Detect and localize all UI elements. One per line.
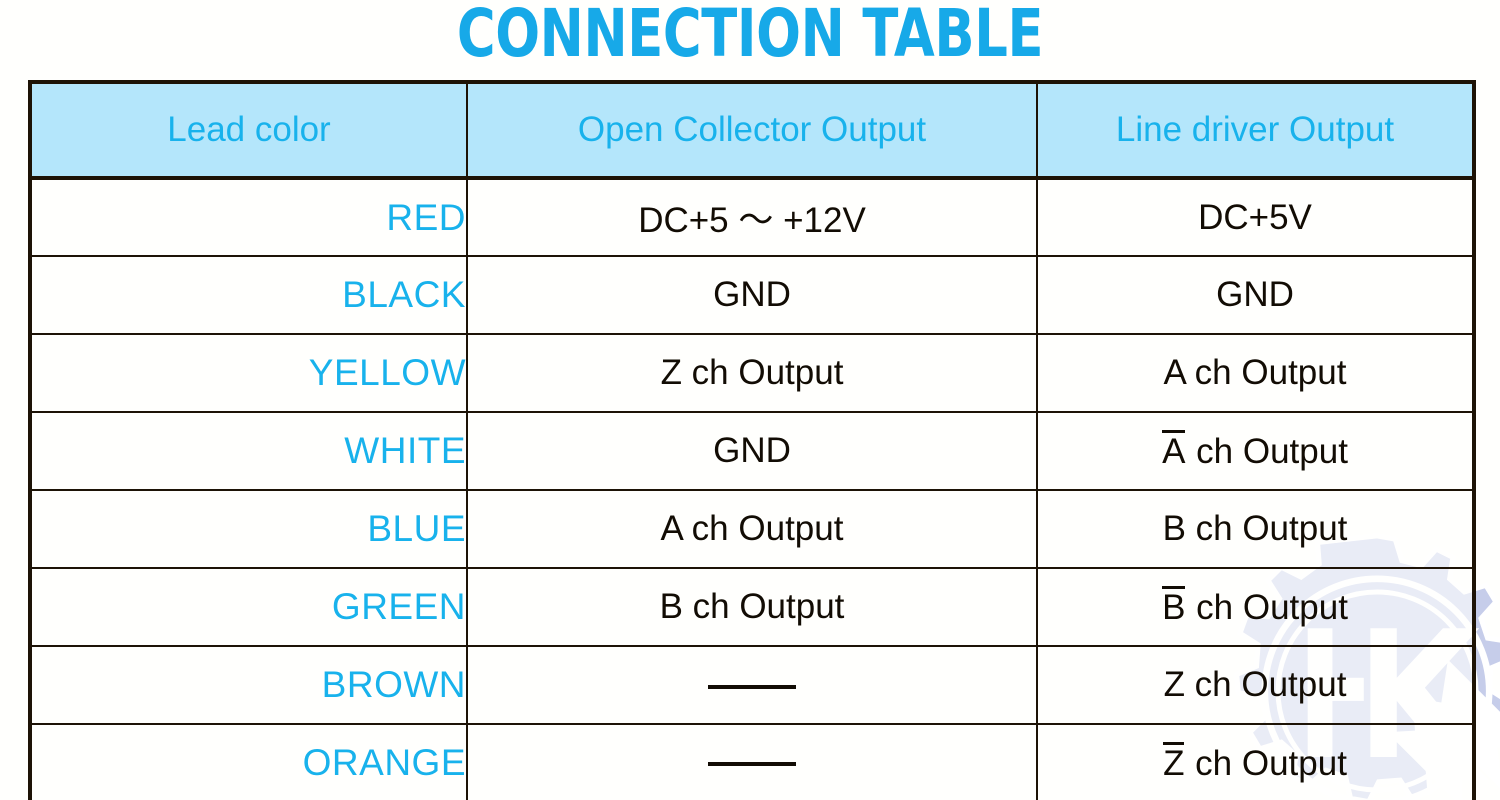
cell-line-driver-output: A ch Output (1036, 333, 1476, 413)
cell-lead-color: GREEN (28, 567, 468, 647)
page-title: CONNECTION TABLE (456, 0, 1044, 72)
cell-lead-color: BLACK (28, 255, 468, 335)
cell-open-collector-output (466, 645, 1038, 725)
dash-placeholder-icon (708, 684, 796, 689)
table-header: Lead color Open Collector Output Line dr… (28, 80, 1476, 180)
line-driver-label-rest: ch Output (1186, 588, 1348, 627)
cell-open-collector-output: B ch Output (466, 567, 1038, 647)
cell-lead-color: ORANGE (28, 723, 468, 800)
cell-lead-color: BROWN (28, 645, 468, 725)
line-driver-label-rest: ch Output (1186, 432, 1348, 471)
cell-line-driver-output: DC+5V (1036, 177, 1476, 257)
table-row: ORANGE Z ch Output (28, 723, 1476, 800)
cell-line-driver-output: B ch Output (1036, 567, 1476, 647)
column-header-line-driver: Line driver Output (1036, 80, 1476, 180)
cell-lead-color: YELLOW (28, 333, 468, 413)
cell-open-collector-output (466, 723, 1038, 800)
cell-lead-color: RED (28, 177, 468, 257)
column-header-open-collector: Open Collector Output (466, 80, 1038, 180)
overline-signal-label: B (1162, 586, 1186, 627)
dash-placeholder-icon (708, 762, 796, 767)
cell-open-collector-output: DC+5 ～ +12V (466, 177, 1038, 257)
table-header-row: Lead color Open Collector Output Line dr… (28, 80, 1476, 180)
cell-line-driver-output: GND (1036, 255, 1476, 335)
line-driver-label-rest: ch Output (1185, 743, 1347, 783)
cell-open-collector-output: GND (466, 411, 1038, 491)
column-header-lead-color: Lead color (28, 80, 468, 180)
cell-lead-color: WHITE (28, 411, 468, 491)
connection-table-container: Lead color Open Collector Output Line dr… (28, 80, 1476, 800)
cell-line-driver-output: A ch Output (1036, 411, 1476, 491)
cell-open-collector-output: A ch Output (466, 489, 1038, 569)
overline-signal-label: Z (1163, 741, 1185, 783)
cell-lead-color: BLUE (28, 489, 468, 569)
cell-open-collector-output: Z ch Output (466, 333, 1038, 413)
overline-signal-label: A (1162, 430, 1186, 471)
cell-line-driver-output: Z ch Output (1036, 723, 1476, 800)
connection-table: Lead color Open Collector Output Line dr… (28, 80, 1476, 800)
cell-line-driver-output: Z ch Output (1036, 645, 1476, 725)
cell-open-collector-output: GND (466, 255, 1038, 335)
cell-line-driver-output: B ch Output (1036, 489, 1476, 569)
table-row: BROWN Z ch Output (28, 645, 1476, 725)
